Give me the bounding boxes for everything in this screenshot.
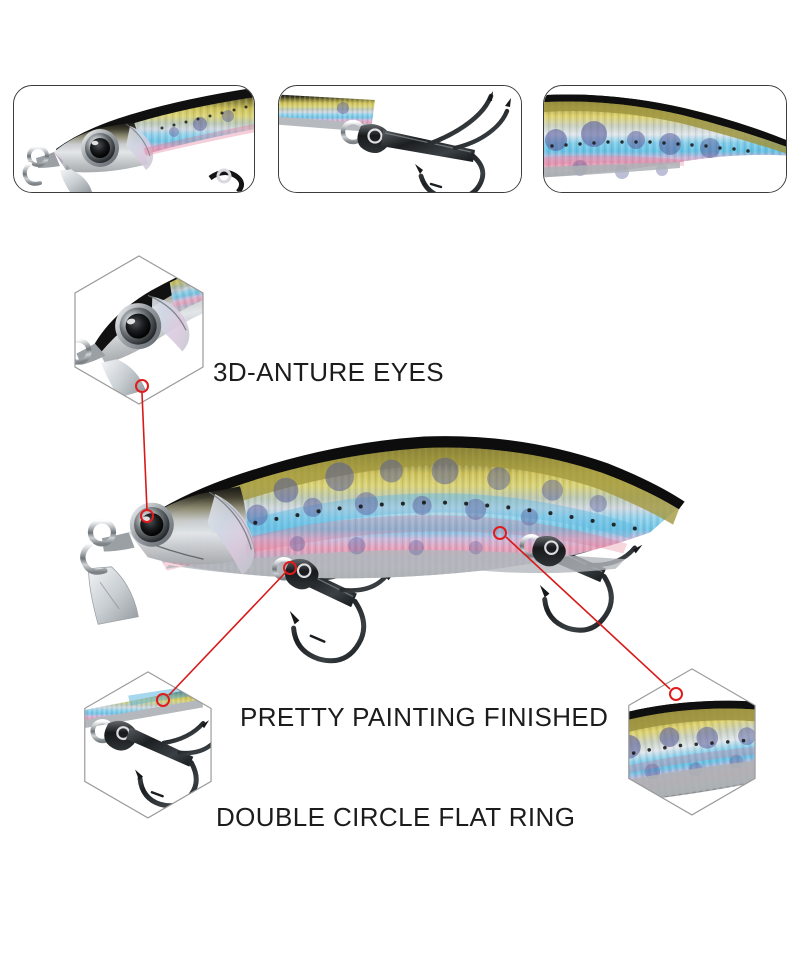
marker-hexagon-painting	[156, 693, 170, 707]
marker-hexagon-eyes	[135, 379, 149, 393]
panel-head-art	[14, 86, 254, 192]
feature-label-painting: PRETTY PAINTING FINISHED	[240, 702, 609, 732]
lateral-line-dots	[211, 500, 637, 535]
detail-panel-head	[13, 85, 255, 193]
callout-hexagon-eyes	[59, 250, 219, 410]
callout-hexagon-flat-ring	[613, 663, 771, 821]
marker-body-flat-ring	[493, 526, 507, 540]
lure-body	[101, 436, 685, 579]
feature-label-flat-ring: DOUBLE CIRCLE FLAT RING	[216, 802, 576, 832]
callout-hexagon-painting	[69, 666, 227, 824]
feature-label-eyes: 3D-ANTURE EYES	[213, 357, 444, 387]
detail-panel-tail	[543, 85, 787, 193]
main-lure-illustration	[60, 425, 740, 664]
detail-panel-hook	[278, 85, 522, 193]
marker-lure-eye	[140, 509, 154, 523]
panel-hook-art	[279, 86, 521, 192]
gill-plate	[207, 494, 255, 575]
line-tie-ring	[80, 518, 117, 575]
marker-front-hook-ring	[283, 561, 297, 575]
panel-head-eye	[81, 129, 119, 167]
marker-hexagon-flat-ring	[669, 687, 683, 701]
panel-tail-art	[544, 86, 786, 192]
lure-eye-3d	[129, 502, 174, 547]
diving-bib	[88, 566, 139, 625]
